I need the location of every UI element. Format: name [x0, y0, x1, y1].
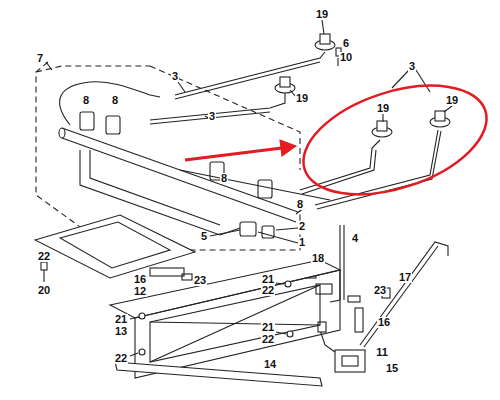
callout-number: 3 — [408, 61, 416, 72]
callout-number: 16 — [133, 274, 147, 285]
callout-number: 17 — [398, 272, 412, 283]
callout-number: 23 — [193, 275, 207, 286]
callout-number: 16 — [377, 317, 391, 328]
callout-number: 18 — [311, 253, 325, 264]
callout-number: 21 — [261, 322, 275, 333]
callout-number: 12 — [133, 286, 147, 297]
callout-number: 20 — [37, 285, 51, 296]
callout-number: 22 — [261, 285, 275, 296]
callout-number: 19 — [445, 95, 459, 106]
callout-number: 7 — [36, 53, 44, 64]
callout-number: 3 — [171, 71, 179, 82]
callout-number: 8 — [111, 95, 119, 106]
callout-number: 13 — [114, 326, 128, 337]
callout-number: 22 — [261, 334, 275, 345]
callout-number: 22 — [37, 251, 51, 262]
callout-number: 4 — [351, 233, 359, 244]
callout-number: 19 — [376, 103, 390, 114]
callout-number: 11 — [375, 347, 389, 358]
callout-number: 8 — [296, 199, 304, 210]
callout-number: 2 — [298, 221, 306, 232]
callout-number: 21 — [114, 314, 128, 325]
callout-number: 10 — [339, 52, 353, 63]
callout-number: 8 — [220, 173, 228, 184]
callout-number: 1 — [298, 237, 306, 248]
callout-number: 8 — [82, 95, 90, 106]
callout-number: 5 — [200, 231, 208, 242]
callout-number: 6 — [342, 38, 350, 49]
callout-number: 21 — [261, 274, 275, 285]
callout-number: 23 — [373, 285, 387, 296]
callout-number: 19 — [315, 9, 329, 20]
callout-number: 15 — [385, 363, 399, 374]
callout-number: 14 — [263, 359, 277, 370]
callout-number: 3 — [208, 111, 216, 122]
callout-number: 22 — [114, 353, 128, 364]
callout-number: 19 — [295, 93, 309, 104]
